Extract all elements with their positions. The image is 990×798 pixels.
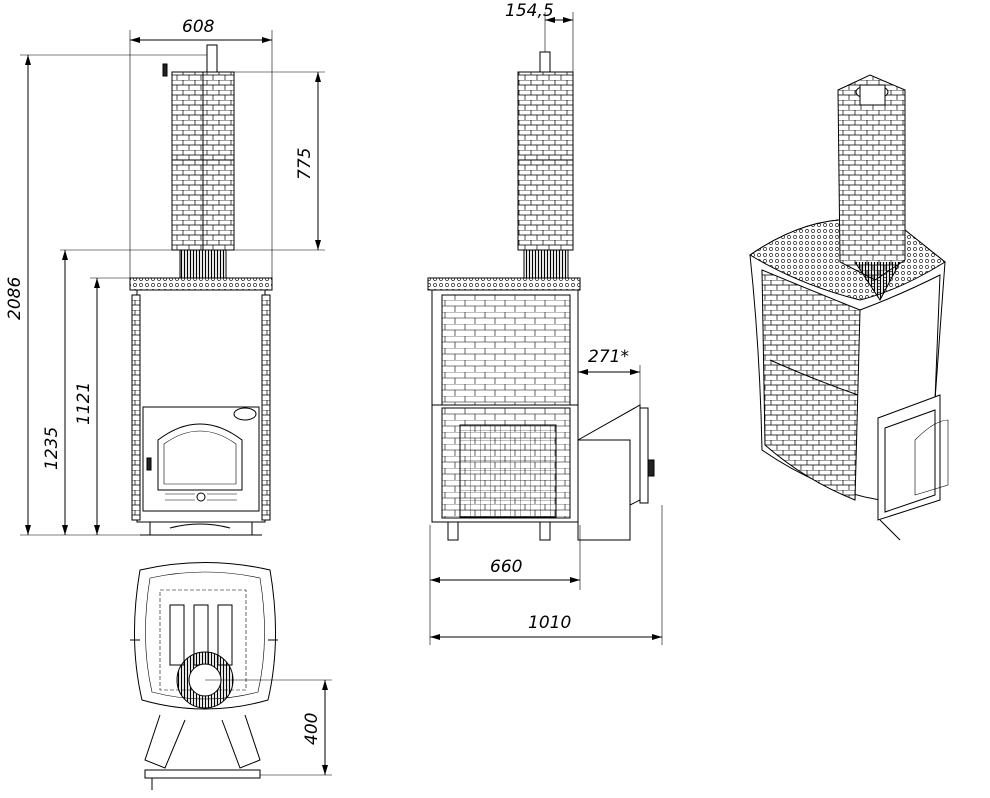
isometric-view [749, 74, 949, 541]
top-view: 400 [130, 562, 332, 790]
heat-fins [179, 249, 227, 279]
dim-door-depth: 271* [588, 347, 629, 367]
grate [459, 424, 557, 518]
door-handle [146, 457, 152, 471]
door-box-side [577, 439, 631, 541]
dim-to-plate: 1235 [42, 427, 62, 470]
dim-total-height: 2086 [5, 277, 25, 320]
front-view: 608 775 2086 1235 1121 [5, 17, 325, 536]
dim-body-height: 1121 [74, 382, 94, 425]
chimney-mesh-side [517, 71, 574, 251]
dim-chimney-height: 775 [295, 148, 315, 180]
dim-body-depth: 660 [490, 557, 522, 577]
top-plate [129, 277, 273, 291]
door-glass [157, 423, 243, 491]
flue-pipe [206, 44, 218, 74]
logo [233, 407, 257, 421]
stone-chamber [441, 294, 571, 406]
dim-width: 608 [182, 17, 215, 37]
dim-total-depth: 1010 [528, 613, 571, 633]
chimney-3d [837, 74, 906, 281]
dim-chimney-offset: 154,5 [505, 1, 554, 21]
dim-door-offset: 400 [302, 713, 322, 745]
door-3d [884, 409, 936, 513]
damper-handle [162, 63, 168, 77]
side-view: 154,5 271* 660 1010 [427, 1, 663, 645]
